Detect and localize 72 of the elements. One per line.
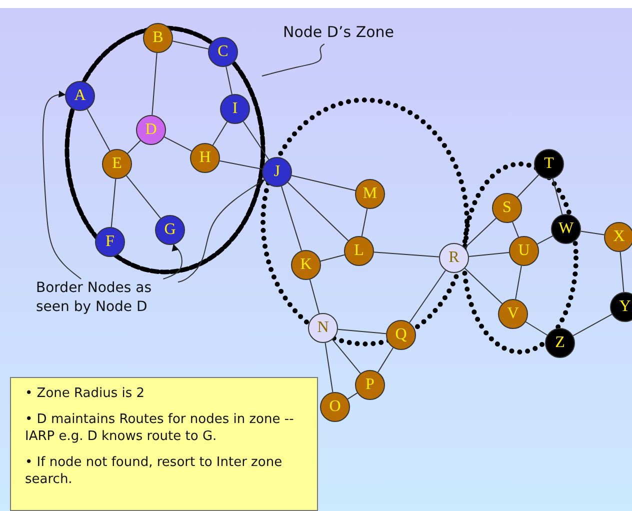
bullet-text: • Zone Radius is 2 bbox=[25, 386, 146, 403]
link-line bbox=[464, 218, 497, 248]
link-line bbox=[468, 252, 510, 257]
node-label: Q bbox=[395, 327, 407, 343]
node-label: E bbox=[112, 156, 122, 172]
link-line bbox=[409, 270, 446, 324]
node-label: X bbox=[613, 229, 625, 245]
node-label: J bbox=[274, 164, 280, 180]
leader-line bbox=[162, 244, 182, 280]
node-label: V bbox=[507, 306, 519, 322]
annotation-text: Node D’s Zone bbox=[283, 22, 401, 44]
link-line bbox=[309, 278, 320, 314]
bullet-text: • D maintains Routes for nodes in zone --IARP e.g. D knows route to G. bbox=[25, 412, 295, 446]
node-label: C bbox=[218, 44, 228, 60]
link-line bbox=[373, 252, 440, 258]
node-label: Z bbox=[555, 335, 565, 351]
link-line bbox=[164, 136, 192, 152]
node-label: U bbox=[518, 243, 530, 259]
node-label: B bbox=[152, 30, 164, 46]
link-line bbox=[320, 254, 345, 262]
node-label: O bbox=[329, 399, 341, 415]
link-line bbox=[242, 120, 270, 160]
link-line bbox=[464, 268, 503, 304]
leader-line bbox=[262, 44, 325, 76]
node-label: R bbox=[448, 250, 460, 266]
link-line bbox=[226, 66, 232, 95]
link-line bbox=[337, 328, 387, 334]
annotation-text: Border Nodes as seen by Node D bbox=[36, 279, 178, 319]
node-label: P bbox=[366, 377, 374, 393]
link-line bbox=[291, 174, 356, 192]
link-line bbox=[126, 175, 162, 219]
link-line bbox=[86, 108, 110, 152]
link-line bbox=[324, 342, 334, 393]
node-label: Y bbox=[619, 299, 631, 315]
node-label: H bbox=[199, 150, 211, 166]
link-line bbox=[620, 251, 624, 293]
leader-line bbox=[42, 90, 82, 280]
link-line bbox=[332, 339, 361, 374]
link-line bbox=[280, 186, 302, 252]
node-label: M bbox=[362, 186, 378, 202]
link-line bbox=[515, 265, 522, 300]
node-label: F bbox=[106, 234, 114, 250]
link-line bbox=[127, 140, 141, 154]
node-label: A bbox=[74, 88, 86, 104]
link-line bbox=[347, 392, 358, 400]
bullet-text: • If node not found, resort to Inter zone search. bbox=[25, 454, 284, 488]
node-label: K bbox=[300, 257, 312, 273]
node-label: D bbox=[145, 122, 157, 138]
link-line bbox=[287, 182, 349, 242]
link-line bbox=[525, 321, 548, 336]
link-line bbox=[361, 208, 368, 237]
link-line bbox=[580, 230, 605, 236]
node-label: S bbox=[502, 200, 512, 216]
node-label: N bbox=[317, 320, 329, 336]
node-label: I bbox=[232, 101, 238, 117]
node-label: W bbox=[558, 221, 574, 237]
link-line bbox=[512, 221, 519, 238]
link-line bbox=[516, 174, 540, 198]
link-line bbox=[152, 52, 158, 116]
link-line bbox=[377, 347, 394, 373]
node-label: L bbox=[354, 243, 364, 259]
link-line bbox=[172, 40, 209, 50]
link-line bbox=[219, 160, 263, 170]
link-line bbox=[572, 314, 612, 336]
node-label: G bbox=[164, 222, 176, 238]
leader-line bbox=[178, 179, 265, 283]
note-box bbox=[10, 377, 318, 511]
link-line bbox=[552, 178, 563, 215]
link-line bbox=[110, 178, 116, 228]
node-label: T bbox=[544, 156, 554, 172]
link-line bbox=[536, 235, 554, 245]
link-line bbox=[212, 121, 228, 146]
